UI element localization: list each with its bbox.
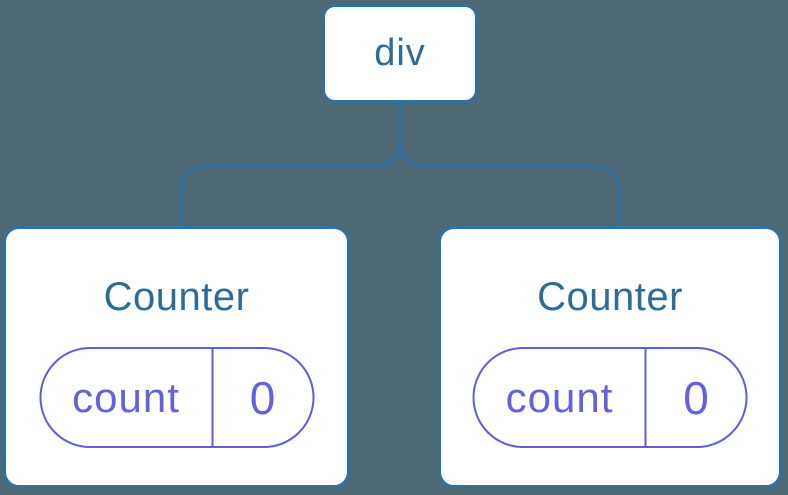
state-value: 0 xyxy=(683,371,709,424)
root-node: div xyxy=(322,4,478,103)
connector-left-branch xyxy=(179,101,402,228)
counter-node-left: Counter count 0 xyxy=(3,226,350,488)
root-node-label: div xyxy=(374,32,426,74)
state-pill: count 0 xyxy=(472,347,748,448)
counter-node-title: Counter xyxy=(537,275,683,319)
state-value: 0 xyxy=(249,371,276,424)
state-key: count xyxy=(475,349,647,446)
counter-node-right: Counter count 0 xyxy=(438,226,782,488)
state-key: count xyxy=(41,349,214,446)
counter-node-title: Counter xyxy=(103,275,250,319)
state-pill: count 0 xyxy=(39,347,314,448)
connector-right-branch xyxy=(398,139,621,228)
